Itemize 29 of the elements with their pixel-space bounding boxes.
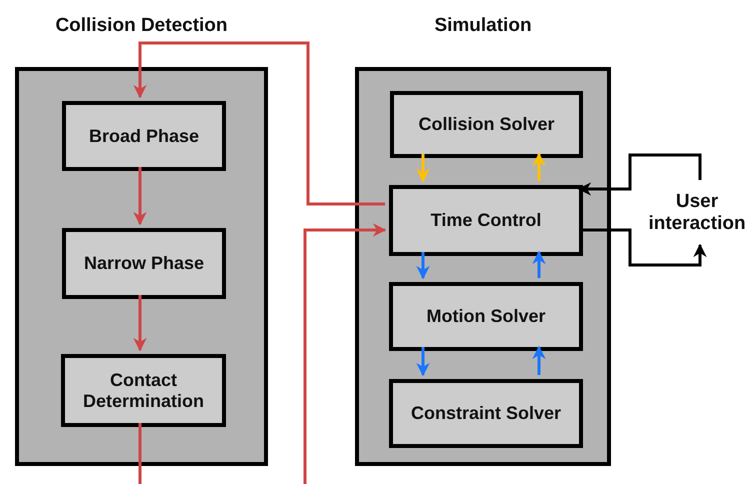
arrow <box>133 42 385 206</box>
box-label: Motion Solver <box>426 306 546 327</box>
process-box <box>62 101 226 171</box>
box-label: Broad Phase <box>88 126 200 146</box>
process-box <box>389 379 583 448</box>
group-title: Collision Detection <box>55 15 228 37</box>
box-label: Time Control <box>430 210 542 231</box>
process-box <box>62 228 226 299</box>
arrow <box>416 252 430 280</box>
arrow <box>416 347 430 376</box>
arrow <box>133 295 147 352</box>
box-label: Narrow Phase <box>84 253 204 274</box>
actor-label: User interaction <box>647 190 747 234</box>
connector-line <box>304 223 386 484</box>
arrow <box>532 250 546 278</box>
process-box <box>389 282 583 351</box>
box-label: Collision Solver <box>418 114 555 135</box>
group-title: Simulation <box>434 15 532 37</box>
arrow <box>532 346 546 375</box>
process-box <box>61 354 226 427</box>
arrow <box>578 154 702 196</box>
connector-line <box>138 423 142 484</box>
arrow <box>133 167 147 226</box>
arrow <box>532 152 546 181</box>
box-label: Contact Determination <box>82 370 206 412</box>
process-box <box>389 185 583 256</box>
box-label: Constraint Solver <box>410 403 562 424</box>
arrow <box>416 154 430 182</box>
process-box <box>390 91 583 158</box>
